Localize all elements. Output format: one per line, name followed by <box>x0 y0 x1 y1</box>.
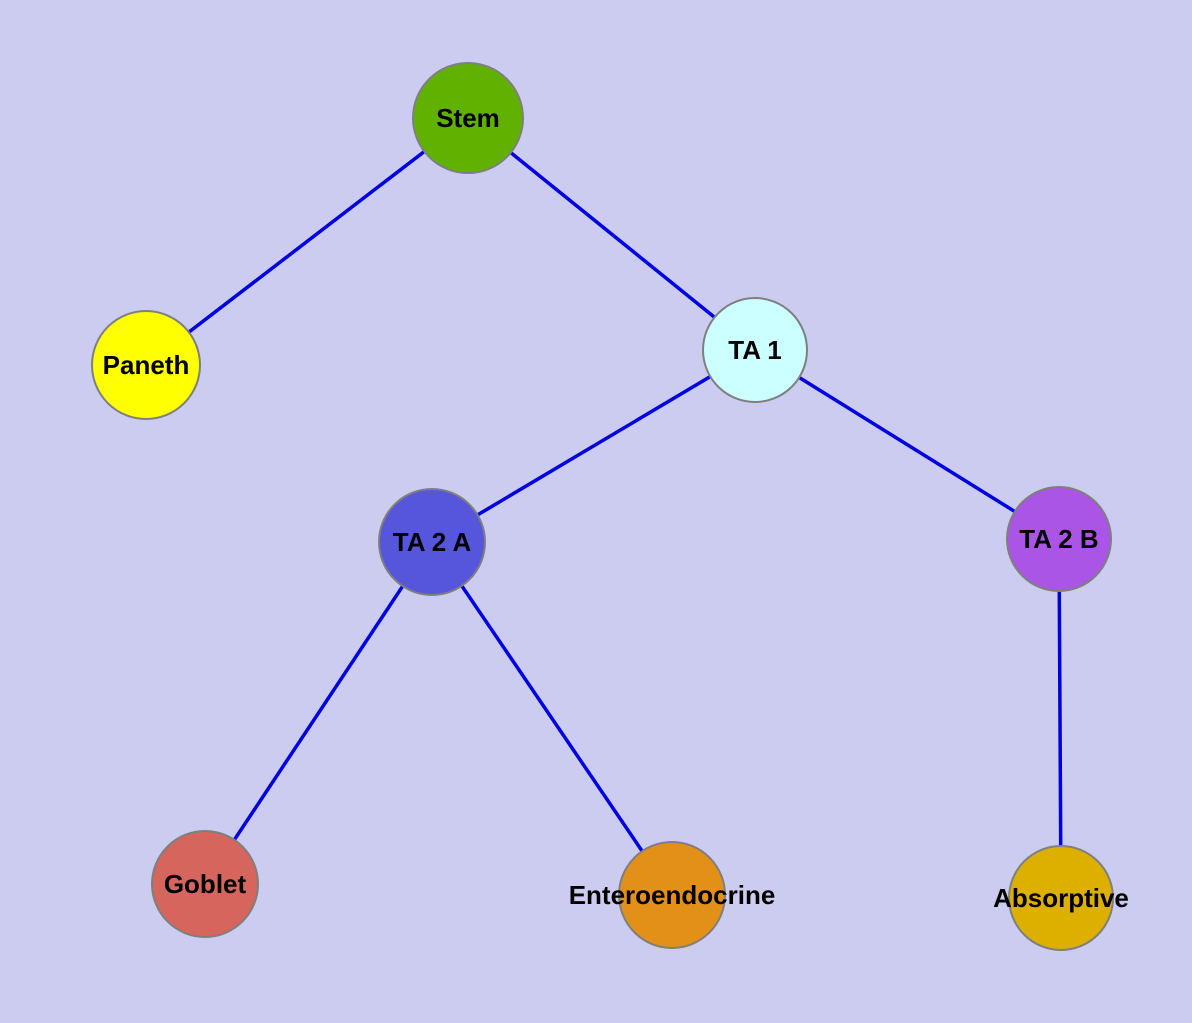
node-ta2b <box>1006 486 1112 592</box>
node-label-ta1: TA 1 <box>728 335 781 365</box>
node-ta1 <box>702 297 808 403</box>
edge-ta1-ta2b <box>754 348 1060 541</box>
node-label-enteroendocrine: Enteroendocrine <box>569 880 776 910</box>
edge-ta2a-goblet <box>203 541 434 885</box>
node-enteroendocrine <box>618 841 726 949</box>
node-label-ta2b: TA 2 B <box>1019 524 1098 554</box>
node-paneth <box>91 310 201 420</box>
node-layer <box>91 62 1114 951</box>
edge-ta2a-enteroendocrine <box>430 541 674 896</box>
node-goblet <box>151 830 259 938</box>
edge-ta2b-absorptive <box>1057 538 1063 899</box>
node-absorptive <box>1008 845 1114 951</box>
node-label-goblet: Goblet <box>164 869 247 899</box>
node-label-absorptive: Absorptive <box>993 883 1129 913</box>
edge-ta1-ta2a <box>431 348 756 544</box>
node-stem <box>412 62 524 174</box>
edge-layer <box>144 116 1063 899</box>
node-label-ta2a: TA 2 A <box>393 527 472 557</box>
edge-stem-ta1 <box>466 116 757 352</box>
edge-stem-paneth <box>144 116 470 367</box>
node-ta2a <box>378 488 486 596</box>
node-label-stem: Stem <box>436 103 500 133</box>
node-label-paneth: Paneth <box>103 350 190 380</box>
